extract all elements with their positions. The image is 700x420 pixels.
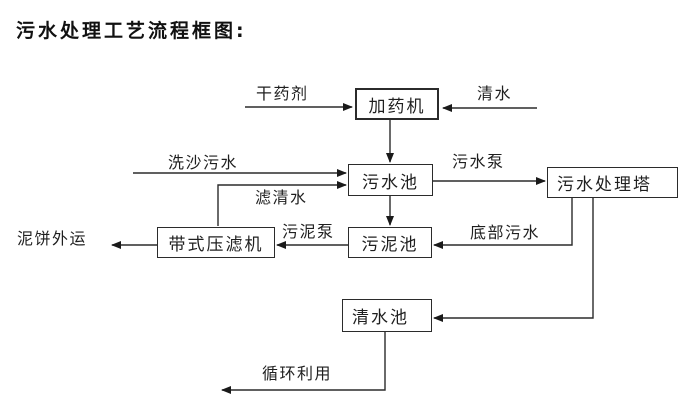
arrow-bottom-sewage bbox=[433, 198, 573, 249]
label-sludge-pump: 污泥泵 bbox=[282, 222, 335, 241]
label-dry-agent: 干药剂 bbox=[256, 84, 309, 103]
label-clean-water: 清水 bbox=[477, 84, 513, 103]
label-sand-wash-sewage: 洗沙污水 bbox=[168, 153, 239, 172]
arrow-tower-to-clean-water-pool bbox=[433, 198, 594, 322]
node-sewage-pool: 污水池 bbox=[348, 164, 433, 196]
arrow-recycle bbox=[221, 332, 386, 394]
page-title: 污水处理工艺流程框图: bbox=[16, 20, 247, 42]
label-bottom-sewage: 底部污水 bbox=[470, 223, 541, 242]
node-treatment-tower: 污水处理塔 bbox=[547, 167, 678, 198]
arrow-filtered-water bbox=[217, 181, 347, 226]
label-sewage-pump: 污水泵 bbox=[452, 152, 505, 171]
node-dosing-machine: 加药机 bbox=[355, 88, 439, 120]
node-belt-filter-press: 带式压滤机 bbox=[157, 227, 275, 258]
node-sludge-pool: 污泥池 bbox=[348, 227, 432, 258]
node-clean-water-pool: 清水池 bbox=[342, 299, 432, 332]
label-mud-cake-out: 泥饼外运 bbox=[17, 229, 88, 248]
label-recycle: 循环利用 bbox=[262, 364, 333, 383]
label-filtered-water: 滤清水 bbox=[255, 188, 308, 207]
